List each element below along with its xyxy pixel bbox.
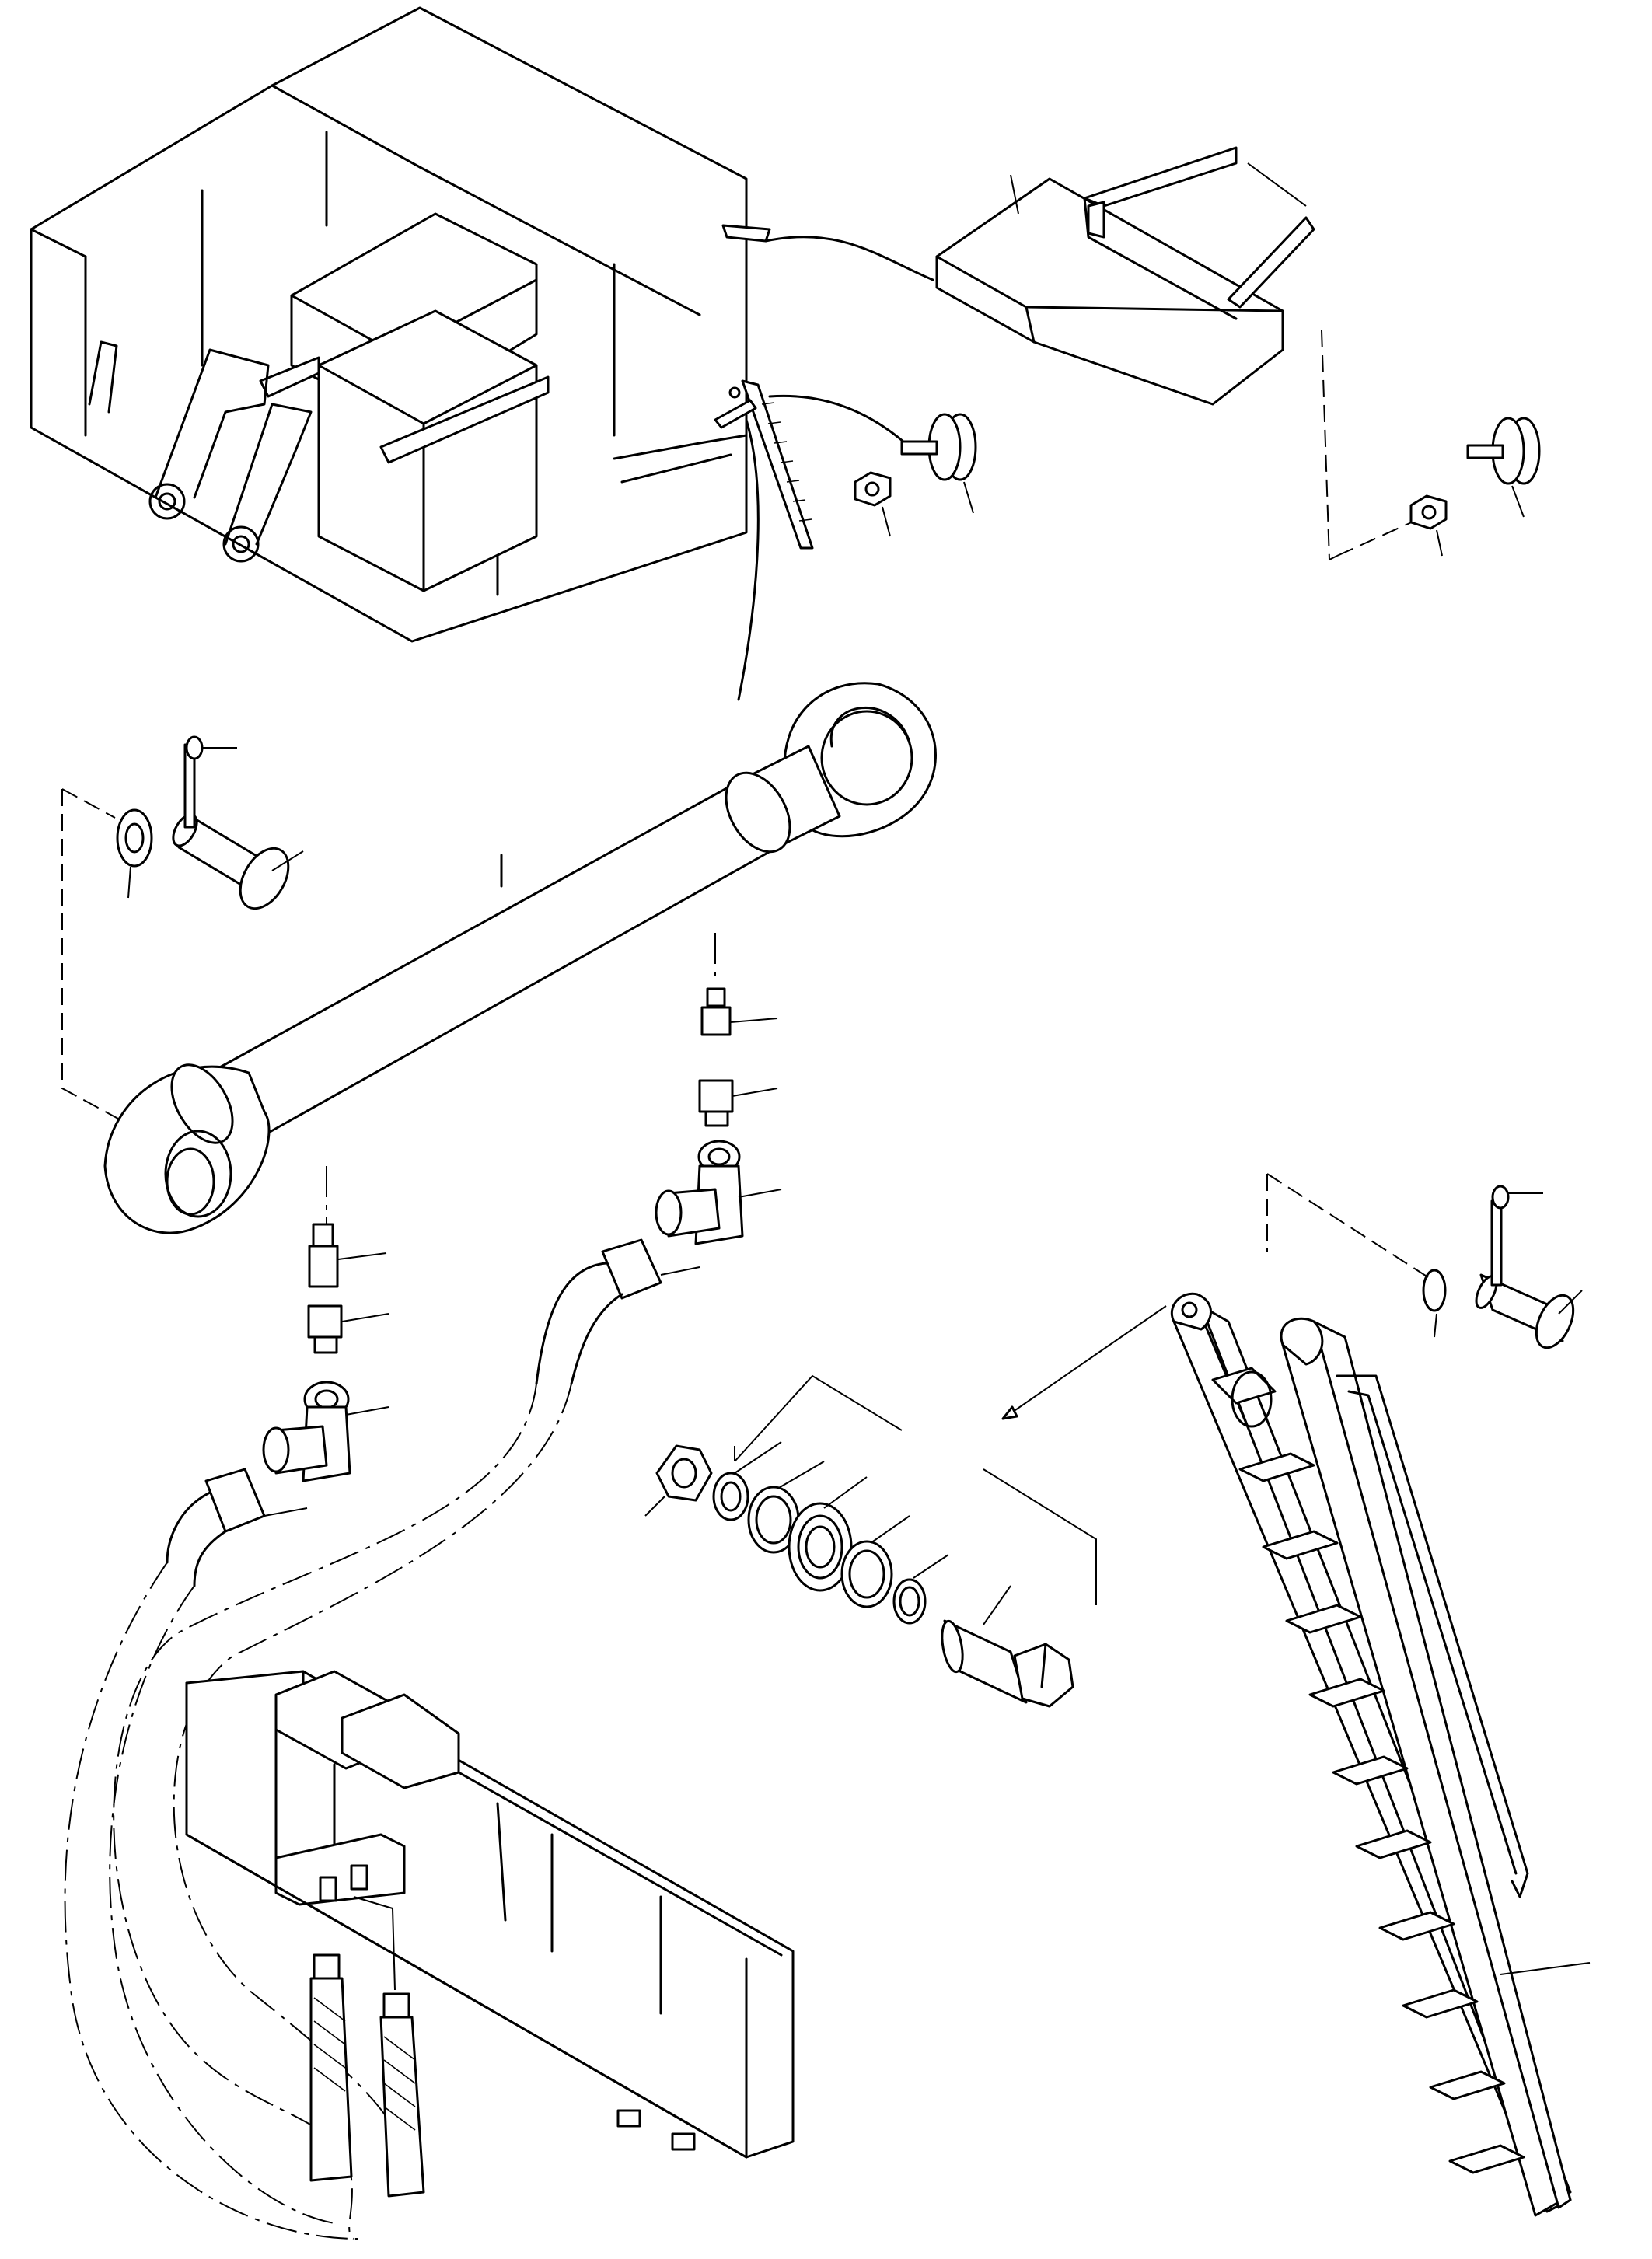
valve-block <box>185 1670 795 2198</box>
cab-frame <box>30 6 814 643</box>
stud-bumper-left <box>854 413 977 537</box>
fitting-stack-upper <box>655 987 782 1245</box>
counterweight-block <box>935 146 1315 406</box>
fitting-stack-lower <box>262 1223 389 1482</box>
hydraulic-cylinder <box>103 682 937 1234</box>
stud-bumper-right <box>1409 417 1541 557</box>
pivot-hardware <box>644 1374 1097 1708</box>
access-ladder <box>1170 1292 1591 2217</box>
pin-and-cotter-left <box>116 735 304 910</box>
connection-curves <box>737 236 934 701</box>
pin-and-cotter-right <box>1422 1185 1583 1349</box>
ladder-steps <box>1238 1452 1525 2174</box>
